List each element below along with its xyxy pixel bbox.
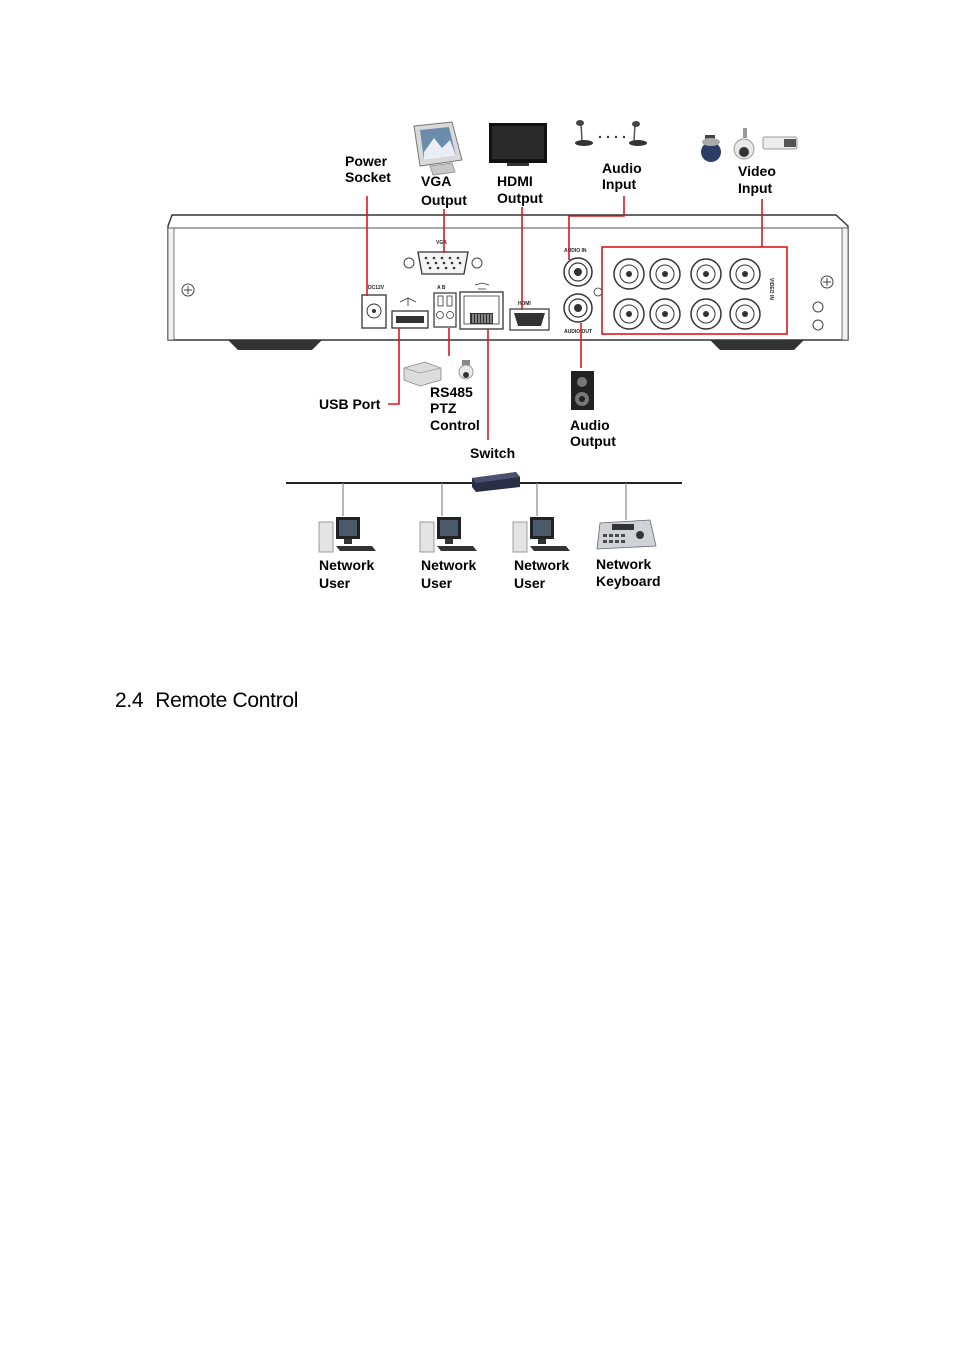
hdmi-output-label-1: HDMI (497, 173, 533, 189)
video-in-mark: VIDEO IN (768, 278, 774, 300)
power-socket: DC12V (361, 285, 387, 329)
network-device-label: Keyboard (596, 573, 661, 589)
audio-in-mark: AUDIO IN (564, 248, 587, 254)
network-device-label: User (319, 575, 351, 591)
vga-port: VGA (403, 240, 483, 275)
power-port-mark: DC12V (368, 285, 385, 291)
section-number: 2.4 (115, 689, 144, 712)
camera-icons (701, 128, 798, 162)
vga-output-label-2: Output (421, 192, 467, 208)
rs485-decoder-icon (403, 361, 442, 387)
hdmi-tv-icon (489, 123, 547, 166)
audio-output-label-1: Audio (570, 417, 610, 433)
vga-port-mark: VGA (436, 240, 447, 246)
power-socket-label-2: Socket (345, 169, 391, 185)
rs485-port-mark: A B (437, 285, 446, 291)
usb-port (391, 297, 429, 329)
usb-port-label: USB Port (319, 396, 381, 412)
rs485-label-1: RS485 (430, 384, 473, 400)
network-device-label: User (514, 575, 546, 591)
network-device-label: Network (596, 556, 651, 572)
microphone-icons (575, 120, 647, 146)
audio-input-label-2: Input (602, 176, 637, 192)
network-device-label: Network (319, 557, 374, 573)
rs485-label-2: PTZ (430, 400, 457, 416)
video-input-label-1: Video (738, 163, 776, 179)
vga-monitor-icon (413, 121, 463, 176)
network-device-label: User (421, 575, 453, 591)
hdmi-port-mark: HDMI (518, 301, 531, 307)
audio-output-label-2: Output (570, 433, 616, 449)
video-input-ports: VIDEO IN (613, 258, 774, 330)
hdmi-output-label-2: Output (497, 190, 543, 206)
audio-out-mark: AUDIO OUT (564, 329, 592, 335)
video-input-label-2: Input (738, 180, 773, 196)
network-port (459, 282, 504, 330)
network-keyboard-icon (596, 519, 657, 550)
ptz-camera-icon (458, 360, 474, 380)
rear-panel-connection-diagram: Power Socket VGA Output HDMI Output Audi… (167, 120, 849, 591)
network-switch-icon (472, 472, 520, 492)
network-user-pc-icon (419, 517, 477, 553)
audio-input-label-1: Audio (602, 160, 642, 176)
network-user-pc-icon (318, 517, 376, 553)
vga-output-label-1: VGA (421, 173, 451, 189)
hdmi-port: HDMI (509, 301, 550, 331)
rs485-terminal: A B (433, 285, 457, 328)
callout-lines (366, 196, 788, 440)
section-title: Remote Control (155, 689, 299, 712)
switch-label: Switch (470, 445, 515, 461)
network-user-pc-icon (512, 517, 570, 553)
network-device-label: Network (514, 557, 569, 573)
power-socket-label-1: Power (345, 153, 388, 169)
section-heading: 2.4 Remote Control (115, 689, 310, 713)
speaker-icon (571, 371, 594, 410)
rs485-label-3: Control (430, 417, 480, 433)
network-device-label: Network (421, 557, 476, 573)
